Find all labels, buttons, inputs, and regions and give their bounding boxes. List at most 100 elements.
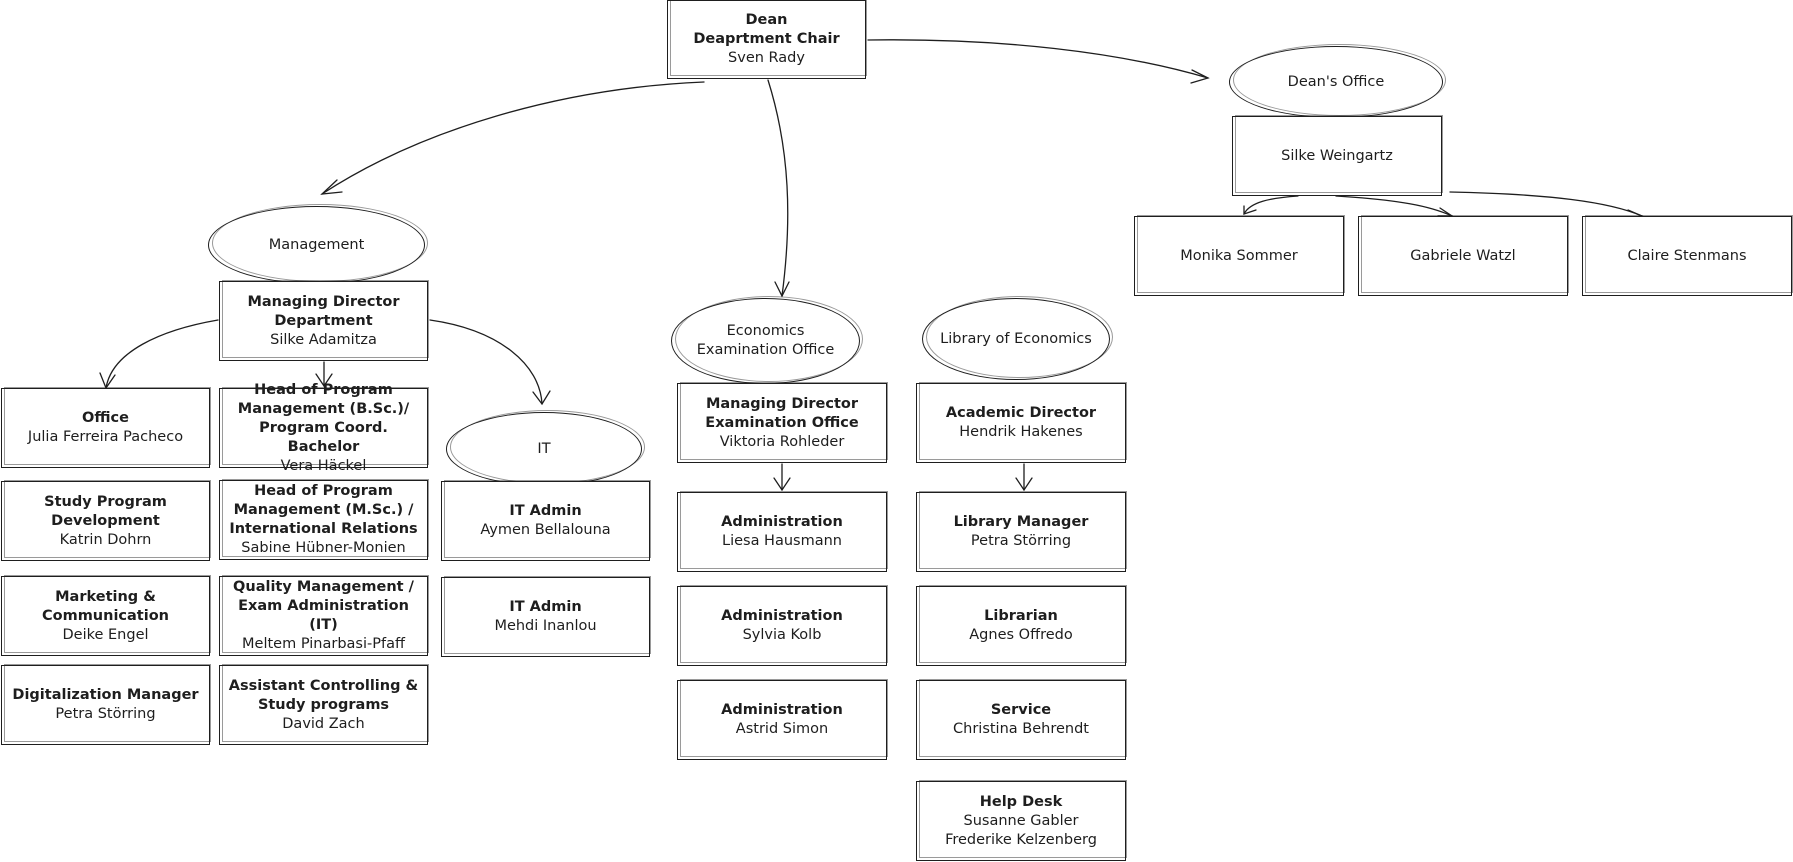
role-title: IT Admin — [509, 503, 582, 519]
exam-admin-box: Administration Sylvia Kolb — [677, 585, 888, 666]
arrowhead-dean-to-deans-office — [1190, 69, 1210, 84]
role-name: Petra Störring — [55, 706, 156, 722]
arrow-management-to-it — [429, 319, 543, 405]
dean-title: Dean — [745, 12, 788, 28]
it-admin-box: IT Admin Aymen Bellalouna — [441, 480, 651, 561]
role-name: Sylvia Kolb — [742, 627, 822, 643]
role-name: Astrid Simon — [735, 721, 829, 737]
managing-director-title: Managing Director Department — [247, 293, 400, 329]
role-name: David Zach — [282, 715, 365, 732]
role-name: Aymen Bellalouna — [480, 522, 611, 538]
arrowhead-dean-to-exam-office — [774, 281, 790, 298]
role-name: Vera Häckel — [280, 457, 367, 474]
role-title: Librarian — [984, 608, 1058, 624]
role-name: Agnes Offredo — [969, 627, 1073, 643]
managing-director-name: Silke Adamitza — [270, 331, 377, 348]
role-name: Christina Behrendt — [953, 721, 1089, 737]
arrowhead-management-to-office — [99, 372, 116, 390]
role-name: Deike Engel — [62, 626, 149, 643]
role-title: Office — [82, 410, 129, 426]
management-label: Management — [268, 236, 365, 253]
library-ellipse: Library of Economics — [922, 296, 1113, 380]
arrow-dean-to-exam-office — [767, 79, 789, 297]
dean-box: Dean Deaprtment Chair Sven Rady — [667, 0, 867, 79]
department-chair-title: Deaprtment Chair — [693, 31, 840, 47]
arrowhead-dean-to-management — [320, 179, 343, 195]
it-admin-box: IT Admin Mehdi Inanlou — [441, 576, 651, 657]
deans-office-staff-box: Claire Stenmans — [1582, 215, 1793, 296]
library-staff-box: Library Manager Petra Störring — [916, 491, 1127, 572]
role-title: Marketing & Communication — [41, 588, 169, 624]
management-ellipse: Management — [208, 204, 428, 284]
deans-office-label: Dean's Office — [1287, 73, 1385, 90]
role-title: Library Manager — [953, 514, 1089, 530]
office-role-box: Digitalization Manager Petra Störring — [1, 664, 211, 745]
library-director-box: Academic Director Hendrik Hakenes — [916, 382, 1127, 463]
program-role-box: Assistant Controlling & Study programs D… — [219, 664, 429, 745]
arrowhead-deans-office-to-gabriele — [1437, 207, 1455, 217]
role-name: Julia Ferreira Pacheco — [27, 429, 184, 445]
office-role-box: Marketing & Communication Deike Engel — [1, 575, 211, 656]
role-title: Academic Director — [945, 405, 1097, 421]
role-name: Frederike Kelzenberg — [945, 831, 1097, 848]
role-name: Petra Störring — [970, 533, 1072, 549]
dean-name: Sven Rady — [728, 50, 805, 66]
arrowhead-library-to-manager — [1015, 477, 1033, 492]
deans-office-head-box: Silke Weingartz — [1232, 115, 1443, 196]
deans-office-staff-box: Monika Sommer — [1134, 215, 1345, 296]
deans-office-staff-name: Gabriele Watzl — [1410, 247, 1516, 264]
role-title: Head of Program Management (B.Sc.)/ Prog… — [237, 381, 410, 455]
role-title: Administration — [721, 608, 843, 624]
deans-office-staff-name: Monika Sommer — [1180, 247, 1298, 264]
it-label: IT — [537, 440, 551, 457]
arrowhead-management-to-it — [532, 390, 551, 406]
arrow-deans-office-to-monika — [1243, 195, 1299, 215]
exam-office-ellipse: Economics Examination Office — [671, 296, 863, 384]
arrow-dean-to-deans-office — [867, 39, 1209, 79]
role-title: Quality Management / Exam Administration… — [233, 579, 414, 633]
role-name: Sabine Hübner-Monien — [241, 540, 406, 556]
managing-director-box: Managing Director Department Silke Adami… — [219, 280, 429, 361]
role-title: Administration — [721, 514, 843, 530]
library-staff-box: Librarian Agnes Offredo — [916, 585, 1127, 666]
arrow-deans-office-to-gabriele — [1335, 195, 1453, 217]
role-name: Susanne Gabler — [963, 812, 1079, 829]
role-title: Digitalization Manager — [12, 687, 199, 703]
role-title: Service — [990, 702, 1052, 718]
deans-office-staff-name: Claire Stenmans — [1627, 247, 1747, 264]
library-label: Library of Economics — [940, 330, 1092, 347]
help-desk-box: Help Desk Susanne Gabler Frederike Kelze… — [916, 780, 1127, 861]
role-name: Mehdi Inanlou — [494, 618, 597, 634]
arrowhead-deans-office-to-monika — [1243, 205, 1257, 215]
role-name: Katrin Dohrn — [59, 531, 152, 548]
arrow-dean-to-management — [321, 81, 705, 195]
exam-admin-box: Administration Liesa Hausmann — [677, 491, 888, 572]
role-title: Assistant Controlling & Study programs — [228, 677, 419, 713]
office-role-box: Office Julia Ferreira Pacheco — [1, 387, 211, 468]
arrow-management-to-office — [105, 319, 219, 389]
program-role-box: Quality Management / Exam Administration… — [219, 575, 429, 656]
role-title: Administration — [721, 702, 843, 718]
deans-office-staff-box: Gabriele Watzl — [1358, 215, 1569, 296]
it-ellipse: IT — [446, 410, 645, 486]
role-name: Liesa Hausmann — [721, 533, 842, 549]
role-name: Viktoria Rohleder — [719, 433, 845, 450]
role-title: Study Program Development — [44, 493, 167, 529]
role-title: Head of Program Management (M.Sc.) / Int… — [229, 483, 418, 537]
role-name: Hendrik Hakenes — [959, 424, 1083, 440]
arrow-deans-office-to-claire — [1449, 191, 1643, 217]
role-name: Meltem Pinarbasi-Pfaff — [242, 636, 405, 652]
exam-director-box: Managing Director Examination Office Vik… — [677, 382, 888, 463]
program-role-box: Head of Program Management (B.Sc.)/ Prog… — [219, 382, 429, 474]
arrowhead-exam-to-admin — [773, 477, 791, 492]
office-role-box: Study Program Development Katrin Dohrn — [1, 480, 211, 561]
deans-office-head-name: Silke Weingartz — [1281, 147, 1393, 164]
exam-admin-box: Administration Astrid Simon — [677, 679, 888, 760]
exam-office-label: Economics Examination Office — [696, 323, 835, 358]
role-title: Help Desk — [979, 793, 1063, 810]
program-role-box: Head of Program Management (M.Sc.) / Int… — [219, 479, 429, 560]
deans-office-ellipse: Dean's Office — [1229, 44, 1446, 118]
role-title: Managing Director Examination Office — [705, 395, 859, 431]
library-staff-box: Service Christina Behrendt — [916, 679, 1127, 760]
role-title: IT Admin — [509, 599, 582, 615]
